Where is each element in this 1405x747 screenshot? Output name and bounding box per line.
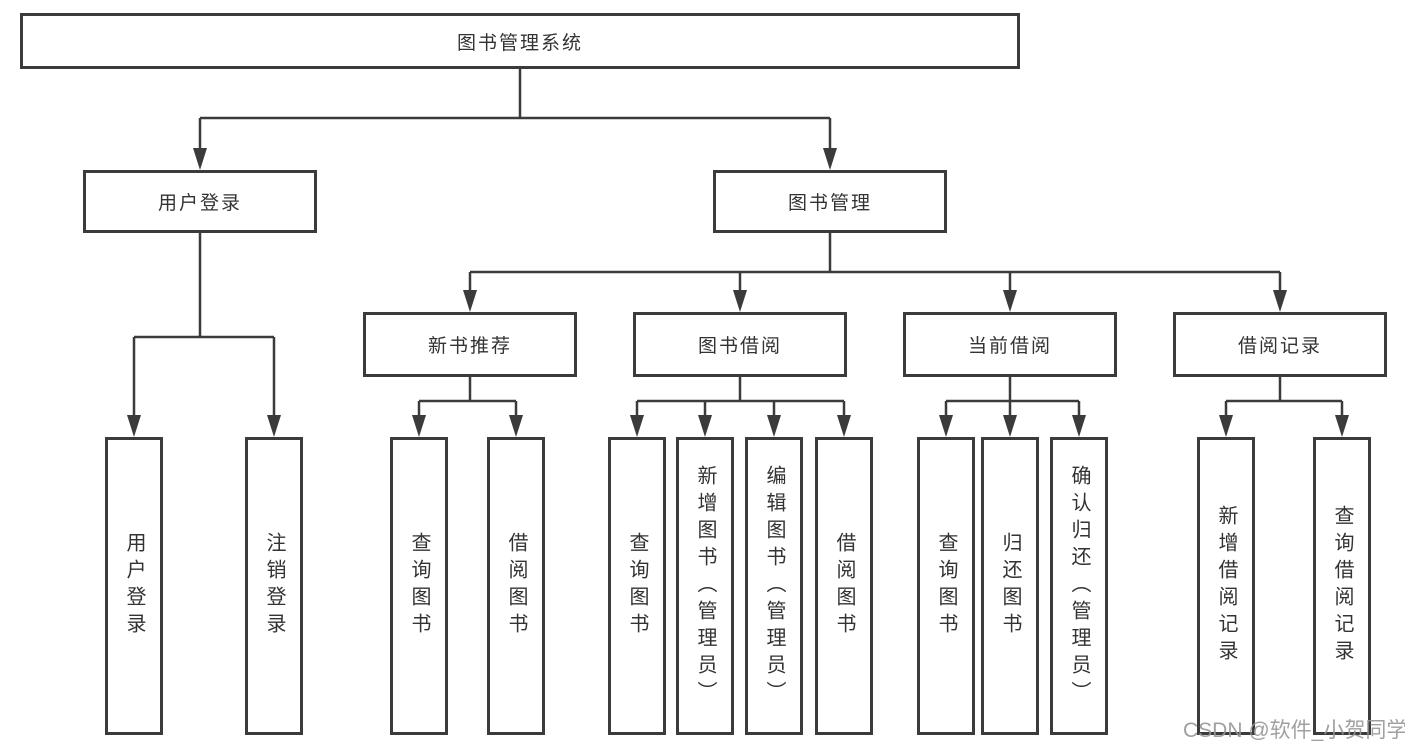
leaf-query-books-recommend-label: 查询图书 [408, 532, 430, 640]
node-current-borrowing: 当前借阅 [903, 312, 1117, 377]
leaf-query-books-current: 查询图书 [917, 437, 975, 735]
node-borrow-records: 借阅记录 [1173, 312, 1387, 377]
leaf-edit-book-admin-label: 编辑图书（管理员） [763, 464, 785, 708]
node-current-borrowing-label: 当前借阅 [967, 336, 1052, 357]
leaf-add-book-admin-label: 新增图书（管理员） [694, 464, 716, 708]
leaf-query-books-current-label: 查询图书 [935, 532, 957, 640]
node-user-login: 用户登录 [83, 170, 317, 233]
leaf-query-borrow-record-label: 查询借阅记录 [1331, 505, 1353, 667]
leaf-query-books-borrow-label: 查询图书 [626, 532, 648, 640]
node-new-book-recommend-label: 新书推荐 [427, 336, 512, 357]
leaf-borrow-books-label: 借阅图书 [833, 532, 855, 640]
node-borrow-records-label: 借阅记录 [1237, 336, 1322, 357]
node-root-label: 图书管理系统 [456, 32, 583, 54]
leaf-confirm-return-admin-label: 确认归还（管理员） [1068, 464, 1090, 708]
leaf-borrow-books: 借阅图书 [815, 437, 873, 735]
leaf-user-login: 用户登录 [105, 437, 163, 735]
node-book-borrowing-label: 图书借阅 [697, 336, 782, 357]
leaf-query-books-recommend: 查询图书 [390, 437, 448, 735]
watermark: CSDN @软件_小贺同学 [1183, 719, 1405, 742]
leaf-user-login-label: 用户登录 [123, 532, 145, 640]
leaf-borrow-books-recommend-label: 借阅图书 [505, 532, 527, 640]
node-book-management: 图书管理 [713, 170, 947, 233]
leaf-add-borrow-record-label: 新增借阅记录 [1215, 505, 1237, 667]
leaf-logout: 注销登录 [245, 437, 303, 735]
leaf-confirm-return-admin: 确认归还（管理员） [1050, 437, 1108, 735]
node-user-login-label: 用户登录 [157, 193, 242, 214]
leaf-add-borrow-record: 新增借阅记录 [1197, 437, 1255, 735]
leaf-return-book: 归还图书 [981, 437, 1039, 735]
leaf-query-books-borrow: 查询图书 [608, 437, 666, 735]
leaf-borrow-books-recommend: 借阅图书 [487, 437, 545, 735]
node-new-book-recommend: 新书推荐 [363, 312, 577, 377]
node-book-borrowing: 图书借阅 [633, 312, 847, 377]
leaf-add-book-admin: 新增图书（管理员） [676, 437, 734, 735]
leaf-logout-label: 注销登录 [263, 532, 285, 640]
leaf-edit-book-admin: 编辑图书（管理员） [745, 437, 803, 735]
node-root: 图书管理系统 [20, 13, 1020, 69]
node-book-management-label: 图书管理 [787, 193, 872, 214]
leaf-query-borrow-record: 查询借阅记录 [1313, 437, 1371, 735]
leaf-return-book-label: 归还图书 [999, 532, 1021, 640]
